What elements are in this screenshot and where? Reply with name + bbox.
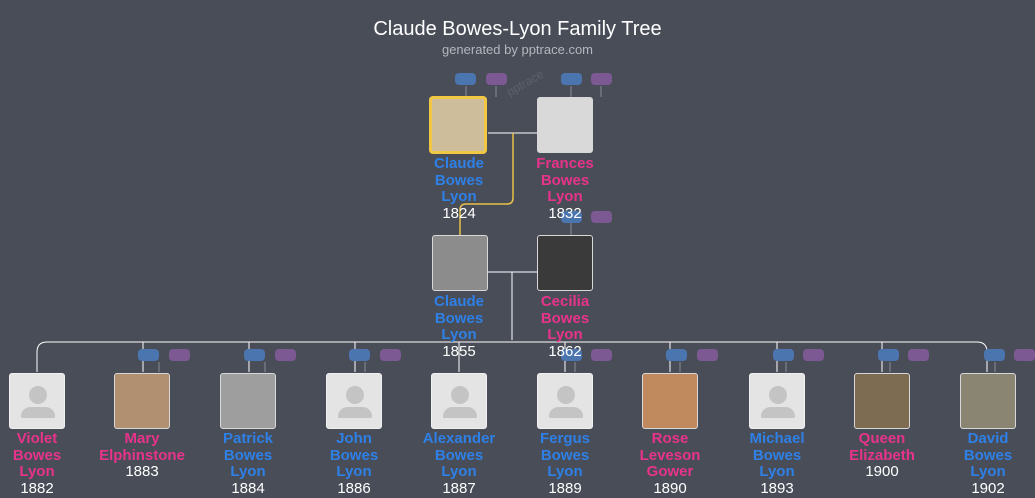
father-pill[interactable]	[984, 349, 1005, 361]
father-pill[interactable]	[561, 211, 582, 223]
father-pill[interactable]	[666, 349, 687, 361]
person-birth-year: 1886	[337, 480, 371, 497]
person-birth-year: 1887	[442, 480, 476, 497]
person-placeholder-icon[interactable]	[537, 373, 593, 429]
father-pill[interactable]	[561, 349, 582, 361]
person-placeholder-icon[interactable]	[326, 373, 382, 429]
person-birth-year: 1855	[442, 343, 476, 360]
mother-pill[interactable]	[275, 349, 296, 361]
mother-pill[interactable]	[486, 73, 507, 85]
mother-pill[interactable]	[591, 73, 612, 85]
person-photo[interactable]	[642, 373, 698, 429]
person-photo[interactable]	[114, 373, 170, 429]
person-photo[interactable]	[220, 373, 276, 429]
page-subtitle: generated by pptrace.com	[441, 42, 594, 57]
person-birth-year: 1884	[231, 480, 265, 497]
father-pill[interactable]	[773, 349, 794, 361]
person-birth-year: 1824	[442, 205, 476, 222]
person-birth-year: 1832	[548, 205, 582, 222]
person-photo[interactable]	[960, 373, 1016, 429]
person-birth-year: 1883	[125, 463, 159, 480]
person-birth-year: 1882	[20, 480, 54, 497]
person-photo[interactable]	[537, 235, 593, 291]
mother-pill[interactable]	[697, 349, 718, 361]
father-pill[interactable]	[138, 349, 159, 361]
mother-pill[interactable]	[380, 349, 401, 361]
person-photo[interactable]	[432, 235, 488, 291]
person-birth-year: 1893	[760, 480, 794, 497]
person-birth-year: 1889	[548, 480, 582, 497]
mother-pill[interactable]	[803, 349, 824, 361]
father-pill[interactable]	[349, 349, 370, 361]
person-placeholder-icon[interactable]	[9, 373, 65, 429]
mother-pill[interactable]	[591, 211, 612, 223]
person-birth-year: 1862	[548, 343, 582, 360]
page-title: Claude Bowes-Lyon Family Tree	[373, 18, 662, 40]
person-photo[interactable]	[537, 97, 593, 153]
father-pill[interactable]	[244, 349, 265, 361]
person-birth-year: 1900	[865, 463, 899, 480]
person-placeholder-icon[interactable]	[749, 373, 805, 429]
person-photo[interactable]	[430, 97, 486, 153]
person-birth-year: 1890	[653, 480, 687, 497]
mother-pill[interactable]	[908, 349, 929, 361]
mother-pill[interactable]	[1014, 349, 1035, 361]
person-placeholder-icon[interactable]	[431, 373, 487, 429]
person-birth-year: 1902	[971, 480, 1005, 497]
person-photo[interactable]	[854, 373, 910, 429]
mother-pill[interactable]	[169, 349, 190, 361]
father-pill[interactable]	[878, 349, 899, 361]
mother-pill[interactable]	[591, 349, 612, 361]
father-pill[interactable]	[561, 73, 582, 85]
father-pill[interactable]	[455, 73, 476, 85]
